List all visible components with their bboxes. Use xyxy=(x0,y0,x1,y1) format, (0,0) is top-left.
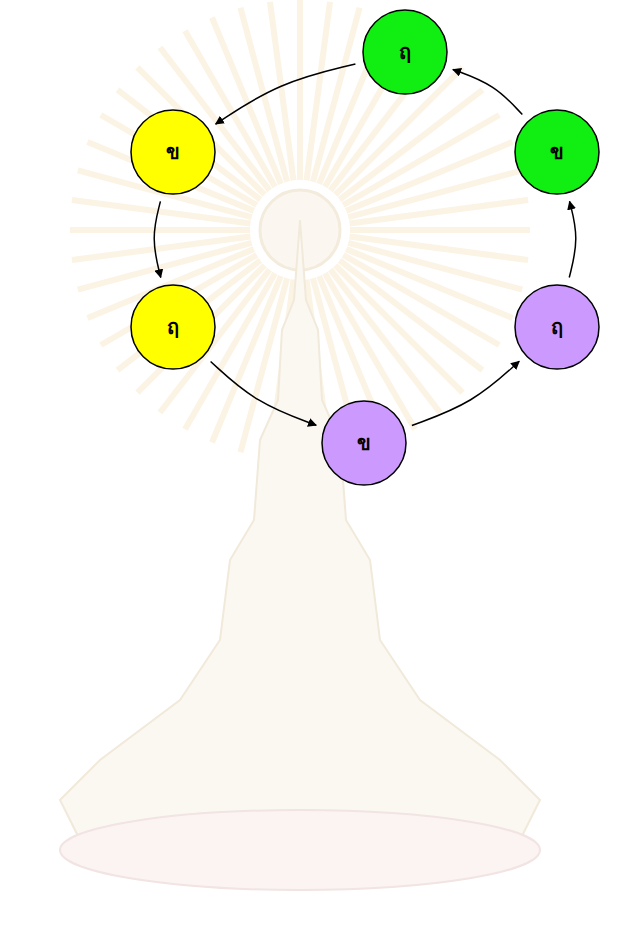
circle-node: ฤ xyxy=(130,284,216,370)
sunburst-ray xyxy=(270,2,293,180)
node-letter: ข xyxy=(357,432,371,454)
circle-shape xyxy=(515,110,599,194)
cycle-arrow xyxy=(412,361,519,425)
node-letter: ข xyxy=(166,141,180,163)
circle-shape xyxy=(131,110,215,194)
pedestal xyxy=(60,810,540,890)
node-letter: ข xyxy=(550,141,564,163)
sunburst-ray xyxy=(313,8,360,182)
sunburst-ray xyxy=(70,227,250,233)
cycle-arrow xyxy=(154,201,161,277)
sunburst-ray xyxy=(348,243,522,290)
cycle-arrow xyxy=(211,361,317,425)
circle-shape xyxy=(515,285,599,369)
circle-node: ข xyxy=(130,109,216,195)
circle-shape xyxy=(363,10,447,94)
sunburst-ray xyxy=(346,142,512,211)
cycle-arrow xyxy=(216,64,356,124)
node-letter: ฤ xyxy=(167,316,179,338)
node-letter: ฤ xyxy=(399,41,411,63)
sunburst-ray xyxy=(212,18,281,184)
circle-shape xyxy=(131,285,215,369)
cycle-arrow xyxy=(453,69,522,114)
pagoda-shape xyxy=(60,220,540,850)
circle-shape xyxy=(322,401,406,485)
cycle-arrow xyxy=(569,201,576,277)
circle-node: ฤ xyxy=(514,284,600,370)
sunburst-ray xyxy=(350,200,528,223)
sunburst-ray xyxy=(340,260,483,370)
circle-node: ฤ xyxy=(362,9,448,95)
sunburst-ray xyxy=(72,237,250,260)
sunburst-ray xyxy=(350,227,530,233)
sunburst-ray xyxy=(118,90,261,200)
circle-node: ข xyxy=(514,109,600,195)
node-letter: ฤ xyxy=(551,316,563,338)
circle-node: ข xyxy=(321,400,407,486)
sunburst-ray xyxy=(297,0,303,180)
